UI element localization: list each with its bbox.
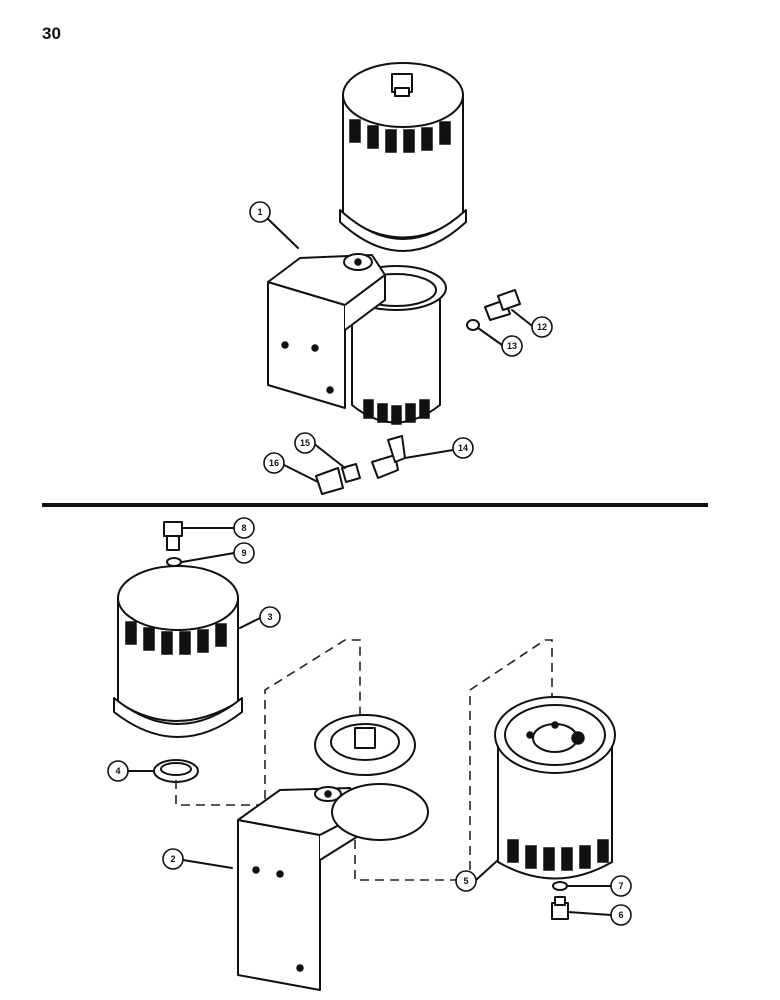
svg-text:6: 6 (618, 910, 623, 920)
callout-2: 2 (162, 848, 184, 870)
mounting-bracket-top-drawing (267, 253, 386, 409)
svg-text:16: 16 (269, 458, 279, 468)
callout-5: 5 (455, 870, 477, 892)
alignment-guides (175, 639, 553, 881)
page-number: 30 (42, 24, 61, 43)
mounting-bracket-bottom-drawing (237, 714, 429, 991)
svg-text:15: 15 (300, 438, 310, 448)
callouts: 1 12 13 14 15 16 8 9 (107, 201, 632, 926)
callout-3: 3 (259, 606, 281, 628)
svg-text:4: 4 (115, 766, 120, 776)
svg-text:1: 1 (257, 207, 262, 217)
bottom-filter-assembly (113, 521, 616, 991)
callout-16: 16 (263, 452, 285, 474)
callout-12: 12 (531, 316, 553, 338)
callout-7: 7 (610, 875, 632, 897)
top-filter-assembly (267, 62, 521, 495)
canister-3-drawing (113, 521, 243, 738)
svg-text:12: 12 (537, 322, 547, 332)
callout-6: 6 (610, 904, 632, 926)
svg-text:3: 3 (267, 612, 272, 622)
callout-1: 1 (249, 201, 271, 223)
callout-8: 8 (233, 517, 255, 539)
callout-4: 4 (107, 760, 129, 782)
svg-text:7: 7 (618, 881, 623, 891)
svg-text:13: 13 (507, 341, 517, 351)
callout-14: 14 (452, 437, 474, 459)
callout-13: 13 (501, 335, 523, 357)
bolt-12-drawing (466, 289, 521, 331)
svg-text:5: 5 (463, 876, 468, 886)
canister-5-drawing (494, 696, 616, 920)
callout-15: 15 (294, 432, 316, 454)
svg-text:8: 8 (241, 523, 246, 533)
leader-lines (127, 218, 612, 916)
gasket-4-drawing (153, 759, 199, 783)
callout-9: 9 (233, 542, 255, 564)
svg-text:14: 14 (458, 443, 468, 453)
upper-canister-drawing (339, 62, 467, 252)
svg-text:2: 2 (170, 854, 175, 864)
elbow-fitting-drawing (315, 435, 406, 495)
svg-text:9: 9 (241, 548, 246, 558)
